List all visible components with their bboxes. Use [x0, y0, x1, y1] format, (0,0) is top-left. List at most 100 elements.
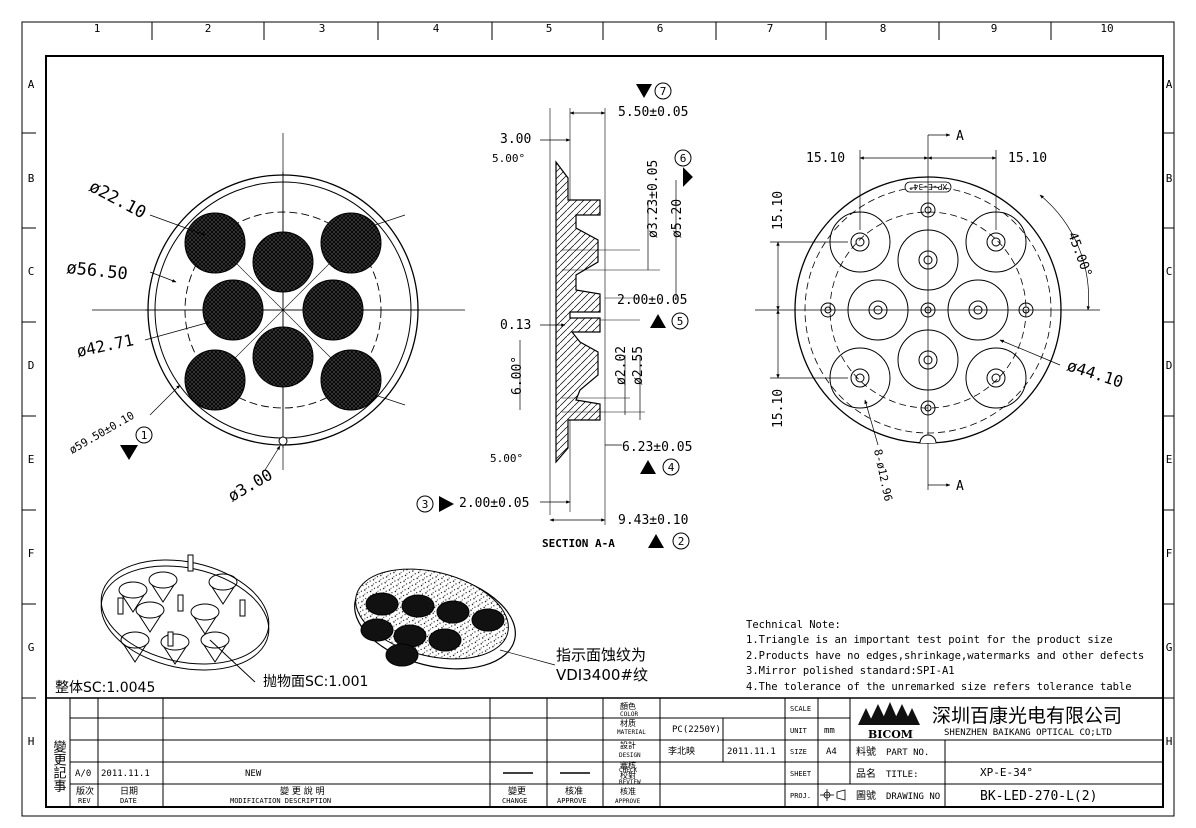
- col-label: 10: [1100, 22, 1113, 35]
- top-lens-cells: [829, 211, 1027, 409]
- dim-d56: ø56.50: [65, 258, 128, 284]
- svg-text:料號: 料號: [856, 745, 876, 758]
- row-label: D: [28, 359, 35, 372]
- zone-row-labels-right: A B C D E F G H: [1166, 78, 1173, 748]
- rev-date: 2011.11.1: [101, 769, 150, 779]
- svg-text:審核: 審核: [620, 760, 636, 770]
- top-pins: [820, 202, 1034, 416]
- dim-v2: 15.10: [771, 389, 786, 428]
- svg-text:APPROVE: APPROVE: [615, 798, 641, 805]
- zone-row-labels-left: A B C D E F G H: [28, 78, 35, 748]
- svg-text:COLOR: COLOR: [620, 711, 638, 718]
- material-value: PC(2250Y): [672, 725, 721, 735]
- test-marker-3: 3: [416, 495, 454, 513]
- svg-text:DRAWING NO: DRAWING NO: [886, 792, 940, 802]
- angle-500-top: 5.00°: [492, 152, 525, 165]
- col-label: 6: [657, 22, 664, 35]
- row-label: E: [28, 453, 35, 466]
- dim-h2: 15.10: [1008, 151, 1047, 166]
- title-value: XP-E-34°: [980, 766, 1033, 779]
- front-leaders: [144, 214, 406, 471]
- front-view: ø22.10 ø56.50 ø42.71 ø59.50±0.10 ø3.00 1: [65, 133, 465, 505]
- svg-text:6: 6: [680, 152, 687, 165]
- col-label: 8: [880, 22, 887, 35]
- section-view: 5.50±0.05 3.00 5.00° ø3.23±0.05 ø5.20 2.…: [416, 82, 693, 550]
- angle-45: 45.00°: [1064, 230, 1094, 279]
- note-item: 2.Products have no edges,shrinkage,water…: [746, 650, 1144, 662]
- zone-col-ticks: [22, 22, 1174, 699]
- svg-text:SHEET: SHEET: [790, 770, 812, 778]
- section-profile: [555, 160, 601, 464]
- dim-200b: 2.00±0.05: [459, 496, 529, 511]
- row-label: A: [1166, 78, 1173, 91]
- part-mark-plate: [904, 181, 952, 193]
- dim-holes: 8-ø12.96: [871, 448, 895, 503]
- col-label: 7: [767, 22, 774, 35]
- svg-text:UNIT: UNIT: [790, 727, 808, 735]
- svg-text:設計: 設計: [620, 740, 636, 750]
- iso-view-parabolic: [100, 554, 270, 683]
- size-value: A4: [826, 747, 837, 757]
- top-dim-lines: [770, 133, 1091, 487]
- rev-value: A/0: [75, 769, 91, 779]
- note-item: 3.Mirror polished standard:SPI-A1: [746, 665, 955, 677]
- company-name-cn: 深圳百康光电有限公司: [932, 705, 1122, 727]
- svg-text:3: 3: [422, 498, 429, 511]
- dim-550: 5.50±0.05: [618, 105, 688, 120]
- svg-text:SIZE: SIZE: [790, 748, 807, 756]
- svg-text:版次: 版次: [76, 785, 94, 797]
- dim-520: ø5.20: [670, 199, 685, 238]
- svg-text:材质: 材质: [620, 718, 636, 728]
- test-marker-2: 2: [648, 532, 690, 550]
- iso-view-textured: [354, 568, 556, 670]
- svg-text:SCALE: SCALE: [790, 705, 811, 713]
- part-mark: XP-E-34°: [909, 182, 948, 191]
- svg-text:5: 5: [677, 315, 684, 328]
- svg-text:圖號: 圖號: [856, 789, 876, 802]
- design-date: 2011.11.1: [727, 747, 776, 757]
- svg-text:2: 2: [678, 535, 685, 548]
- svg-text:DESIGN: DESIGN: [619, 752, 641, 759]
- svg-text:校對: 校對: [620, 770, 636, 780]
- svg-text:4: 4: [668, 461, 675, 474]
- svg-text:CHECK: CHECK: [619, 767, 637, 774]
- col-label: 4: [433, 22, 440, 35]
- angle-600: 6.00°: [510, 356, 525, 395]
- dim-h1: 15.10: [806, 151, 845, 166]
- company-name-en: SHENZHEN BAIKANG OPTICAL CO;LTD: [944, 728, 1112, 738]
- technical-note: Technical Note: 1.Triangle is an importa…: [746, 619, 1144, 693]
- svg-text:PROJ.: PROJ.: [790, 792, 811, 800]
- row-label: D: [1166, 359, 1173, 372]
- dim-323: ø3.23±0.05: [646, 160, 661, 238]
- svg-text:DATE: DATE: [120, 797, 137, 805]
- dim-300: 3.00: [500, 132, 531, 147]
- note-item: 4.The tolerance of the unremarked size r…: [746, 681, 1132, 693]
- company-logo: BICOM: [858, 702, 920, 741]
- dim-d44: ø44.10: [1065, 356, 1126, 392]
- title-block: [46, 697, 1163, 807]
- dim-v1: 15.10: [771, 191, 786, 230]
- svg-text:APPROVE: APPROVE: [557, 797, 587, 805]
- svg-text:日期: 日期: [120, 786, 138, 797]
- dim-943: 9.43±0.10: [618, 513, 688, 528]
- test-marker-7: 7: [636, 82, 672, 100]
- texture-note-2: VDI3400#纹: [556, 666, 648, 684]
- projection-symbol: [820, 789, 846, 801]
- svg-text:MODIFICATION DESCRIPTION: MODIFICATION DESCRIPTION: [230, 797, 331, 805]
- row-label: H: [28, 735, 35, 748]
- dim-d3: ø3.00: [225, 465, 276, 506]
- dim-255: ø2.55: [631, 346, 646, 385]
- svg-text:顏色: 顏色: [620, 701, 636, 711]
- svg-text:核准: 核准: [565, 785, 583, 797]
- row-label: G: [28, 641, 35, 654]
- svg-text:TITLE:: TITLE:: [886, 770, 919, 780]
- svg-text:7: 7: [660, 85, 667, 98]
- row-label: C: [1166, 265, 1173, 278]
- svg-text:REV: REV: [78, 797, 91, 805]
- dim-d42: ø42.71: [75, 330, 135, 361]
- section-label-bottom: A: [956, 479, 964, 494]
- svg-text:PART NO.: PART NO.: [886, 748, 929, 758]
- svg-text:變更: 變更: [508, 785, 526, 797]
- test-marker-6: 6: [674, 149, 693, 187]
